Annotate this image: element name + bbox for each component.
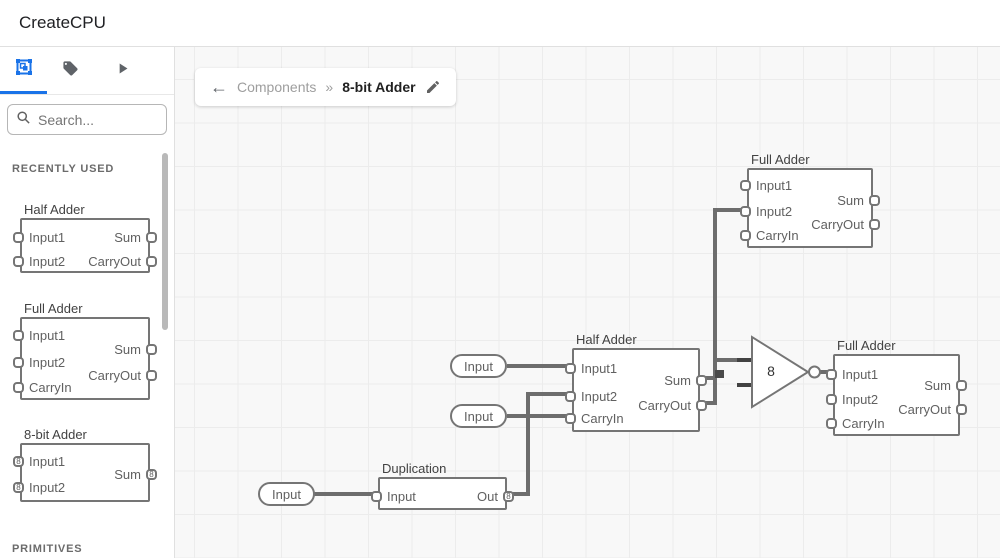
port-connector[interactable] [565,412,576,424]
port-connector[interactable] [826,393,837,405]
port-connector[interactable] [146,231,157,243]
port-connector[interactable]: 8 [503,490,514,502]
section-primitives: PRIMITIVES [12,543,83,555]
canvas-node-half-adder[interactable]: Half Adder Input1 Input2 CarryIn Sum Car… [565,332,707,432]
node-title: 8-bit Adder [24,427,87,442]
back-arrow-icon[interactable]: ← [210,77,228,97]
buffer-bitwidth-label: 8 [767,363,775,379]
breadcrumb-components-link[interactable]: Components [237,79,317,95]
app-header: CreateCPU [0,0,1000,47]
port-connector[interactable]: 8 [146,468,157,480]
port-connector[interactable] [13,329,24,341]
port-connector[interactable] [826,368,837,380]
port-connector[interactable] [740,229,751,241]
node-title: Duplication [382,461,447,476]
input-pin-label: Input [464,358,493,374]
node-title: Half Adder [576,332,637,347]
port-connector[interactable] [740,179,751,191]
node-title: Full Adder [837,338,896,353]
breadcrumb: ← Components » 8-bit Adder [195,68,456,106]
port-connector[interactable] [740,205,751,217]
port-connector[interactable] [565,390,576,402]
sidebar-tabbar [0,47,174,95]
port-connector[interactable] [869,194,880,206]
breadcrumb-separator: » [325,79,334,95]
tab-tags[interactable] [47,47,94,94]
port-connector[interactable] [956,379,967,391]
port-connector[interactable] [565,362,576,374]
breadcrumb-current: 8-bit Adder [342,79,416,95]
library-node-half-adder[interactable]: Half Adder Input1 Input2 Sum CarryOut [13,202,157,273]
wire-junction [715,370,724,378]
port-connector[interactable] [696,374,707,386]
pencil-icon[interactable] [425,79,441,95]
tag-icon [62,60,79,82]
input-pin-label: Input [464,408,493,424]
port-connector[interactable] [13,381,24,393]
sidebar: RECENTLY USED Half Adder Input1 Input2 S… [0,47,175,558]
canvas-node-full-adder-right[interactable]: Full Adder Input1 Input2 CarryIn Sum Car… [826,338,967,436]
library-node-full-adder[interactable]: Full Adder Input1 Input2 CarryIn Sum Car… [13,301,157,400]
port-connector[interactable] [869,218,880,230]
search-box[interactable] [7,104,167,135]
port-connector[interactable] [13,356,24,368]
node-title: Half Adder [24,202,85,217]
canvas-node-full-adder-top[interactable]: Full Adder Input1 Input2 CarryIn Sum Car… [740,152,880,248]
canvas-input-pin-2[interactable]: Input [450,404,507,428]
app-title: CreateCPU [19,13,106,32]
wire [500,392,572,496]
inverter-bubble [808,365,821,379]
port-connector[interactable] [146,369,157,381]
search-icon [16,110,31,130]
tab-run[interactable] [99,47,146,94]
components-icon [15,58,32,80]
diagram-canvas[interactable]: 8 ← Components » 8-bit Adder Full Adder … [175,47,1000,558]
port-connector[interactable] [146,255,157,267]
port-connector[interactable] [13,255,24,267]
play-icon [114,60,131,82]
tab-components[interactable] [0,47,47,94]
port-connector[interactable]: 8 [13,455,24,467]
port-connector[interactable] [371,490,382,502]
section-recently-used: RECENTLY USED [12,163,115,175]
canvas-input-pin-3[interactable]: Input [258,482,315,506]
port-connector[interactable] [146,343,157,355]
search-input[interactable] [38,111,153,128]
port-connector[interactable] [956,403,967,415]
node-title: Full Adder [751,152,810,167]
node-title: Full Adder [24,301,83,316]
port-connector[interactable] [696,399,707,411]
canvas-input-pin-1[interactable]: Input [450,354,507,378]
port-connector[interactable] [826,417,837,429]
port-connector[interactable] [13,231,24,243]
port-connector[interactable]: 8 [13,481,24,493]
sidebar-scrollbar[interactable] [162,153,168,330]
input-pin-label: Input [272,486,301,502]
